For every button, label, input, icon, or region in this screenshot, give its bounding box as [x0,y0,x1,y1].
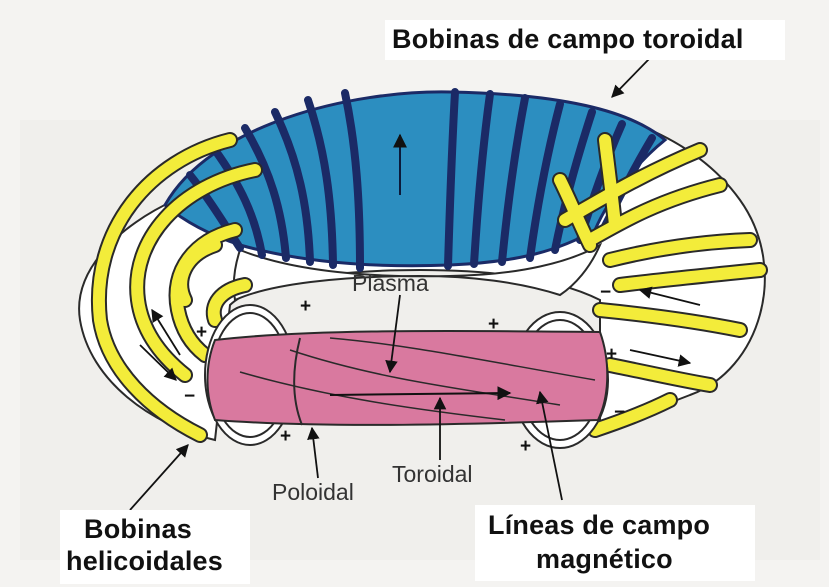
sign-plus: + [280,426,291,447]
sign-plus: + [196,322,207,343]
label-helical-coils-line2: helicoidales [66,548,223,575]
sign-minus: − [184,386,195,407]
sign-plus: + [606,344,617,365]
sign-plus: + [300,296,311,317]
label-field-lines-line1: Líneas de campo [488,512,710,539]
label-plasma: Plasma [352,272,429,295]
label-helical-coils-line1: Bobinas [84,516,192,543]
label-field-lines-line2: magnético [536,546,673,573]
sign-plus: + [488,314,499,335]
label-poloidal: Poloidal [272,481,354,504]
sign-minus: − [614,402,625,423]
plasma-tube [208,331,608,425]
label-toroidal: Toroidal [392,463,473,486]
label-toroidal-coils: Bobinas de campo toroidal [392,26,744,53]
sign-minus: − [600,282,611,303]
sign-plus: + [520,436,531,457]
